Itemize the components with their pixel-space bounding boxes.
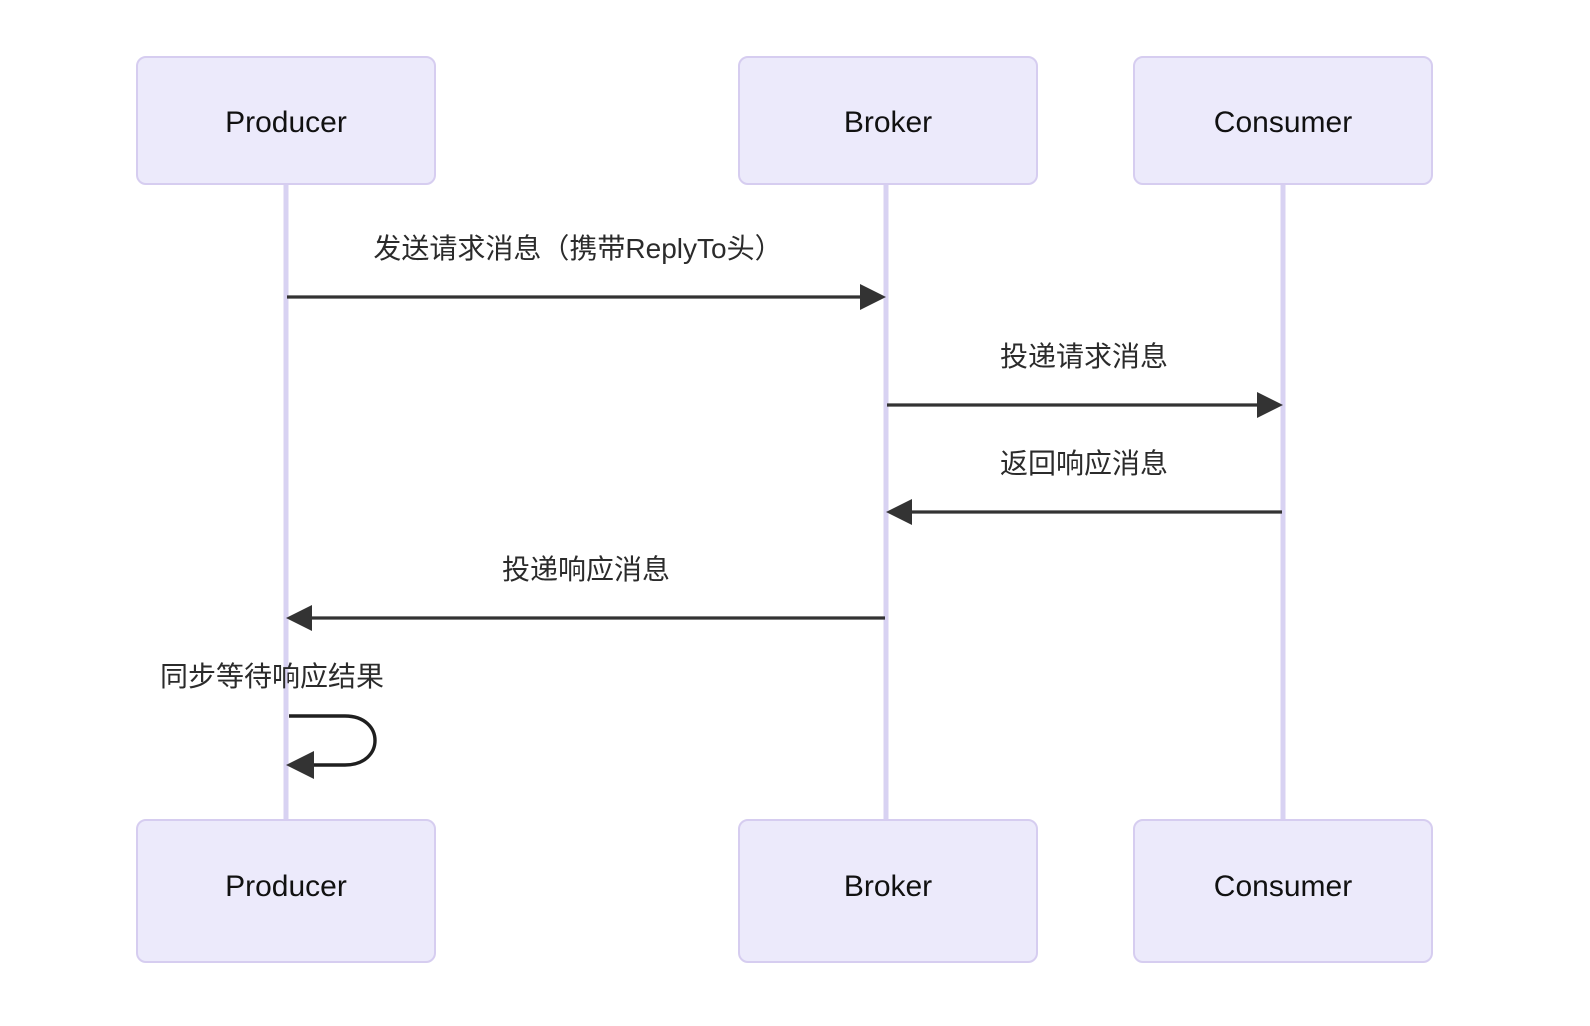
participant-label-broker-top: Broker bbox=[844, 106, 932, 139]
participant-box-broker-top[interactable] bbox=[738, 56, 1038, 185]
participant-bottom-broker[interactable]: Broker bbox=[738, 819, 1038, 963]
message-4-arrowhead-left bbox=[286, 605, 312, 631]
participant-bottom-producer[interactable]: Producer bbox=[136, 819, 436, 963]
participant-box-consumer-bottom[interactable] bbox=[1133, 819, 1433, 963]
participant-boxes-bottom: Producer Broker Consumer bbox=[136, 819, 1433, 963]
self-message-arrowhead bbox=[286, 751, 314, 779]
message-2-arrowhead-right bbox=[1257, 392, 1283, 418]
participant-top-consumer[interactable]: Consumer bbox=[1133, 56, 1433, 185]
participant-boxes-top: Producer Broker Consumer bbox=[136, 56, 1433, 185]
participant-label-broker-bottom: Broker bbox=[844, 870, 932, 903]
message-4[interactable]: 投递响应消息 bbox=[286, 554, 885, 631]
message-1-arrowhead-right bbox=[860, 284, 886, 310]
participant-label-producer-top: Producer bbox=[225, 106, 347, 139]
self-message-producer[interactable]: 同步等待响应结果 bbox=[160, 661, 384, 779]
message-3-arrowhead-left bbox=[886, 499, 912, 525]
participant-box-broker-bottom[interactable] bbox=[738, 819, 1038, 963]
participant-box-consumer-top[interactable] bbox=[1133, 56, 1433, 185]
participant-bottom-consumer[interactable]: Consumer bbox=[1133, 819, 1433, 963]
participant-box-producer-top[interactable] bbox=[136, 56, 436, 185]
message-2-label: 投递请求消息 bbox=[1000, 341, 1168, 372]
self-message-loop-path[interactable] bbox=[289, 714, 377, 767]
participant-label-consumer-top: Consumer bbox=[1214, 106, 1352, 139]
participant-label-consumer-bottom: Consumer bbox=[1214, 870, 1352, 903]
self-message-label: 同步等待响应结果 bbox=[160, 661, 384, 692]
participant-top-producer[interactable]: Producer bbox=[136, 56, 436, 185]
lifelines-group bbox=[283, 184, 1286, 820]
message-1[interactable]: 发送请求消息（携带ReplyTo头） bbox=[287, 233, 886, 310]
message-1-label: 发送请求消息（携带ReplyTo头） bbox=[373, 233, 782, 264]
participant-top-broker[interactable]: Broker bbox=[738, 56, 1038, 185]
participant-box-producer-bottom[interactable] bbox=[136, 819, 436, 963]
message-3-label: 返回响应消息 bbox=[1000, 448, 1168, 479]
participant-label-producer-bottom: Producer bbox=[225, 870, 347, 903]
message-4-label: 投递响应消息 bbox=[502, 554, 670, 585]
message-2[interactable]: 投递请求消息 bbox=[887, 341, 1283, 418]
message-3[interactable]: 返回响应消息 bbox=[886, 448, 1282, 525]
